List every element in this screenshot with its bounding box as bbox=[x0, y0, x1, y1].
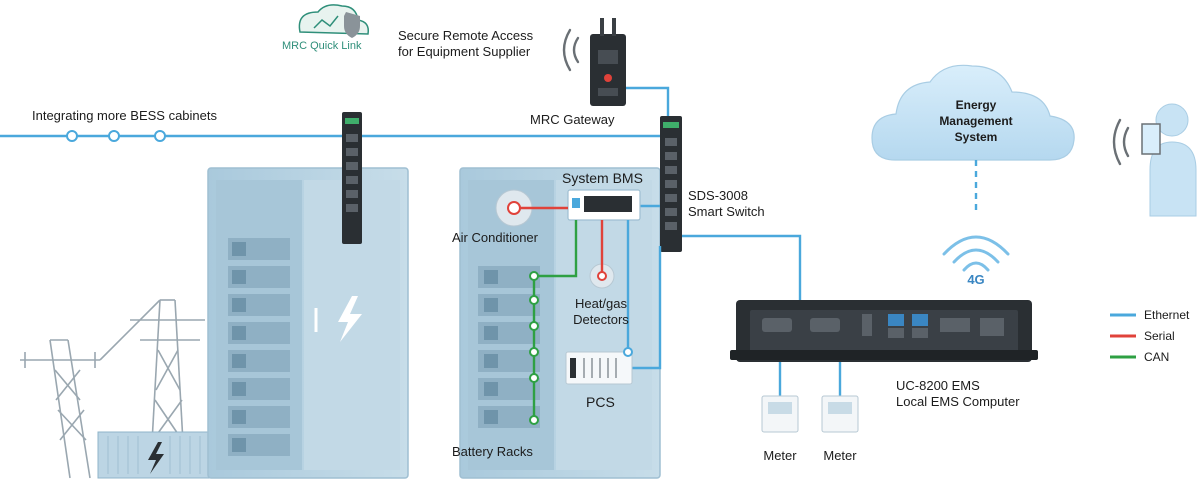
shield-icon bbox=[344, 12, 360, 38]
user-wireless-icon bbox=[1112, 118, 1130, 166]
pcs-label: PCS bbox=[586, 394, 615, 410]
legend-swatches bbox=[1110, 313, 1136, 359]
cabinet-bolt-icon bbox=[338, 296, 362, 342]
heat-gas-label-1: Heat/gas bbox=[574, 296, 628, 311]
air-conditioner-icon bbox=[495, 189, 533, 227]
system-bms-label: System BMS bbox=[562, 170, 643, 186]
mrc-gateway-device bbox=[590, 18, 626, 106]
sds-switch-label-2: Smart Switch bbox=[688, 204, 765, 219]
system-bms-device bbox=[567, 189, 641, 221]
container-bolt-icon bbox=[148, 442, 164, 474]
bess-cabinet-left bbox=[207, 167, 409, 479]
legend-ethernet-label: Ethernet bbox=[1144, 308, 1190, 322]
left-cabinet-switch-icon bbox=[342, 112, 362, 244]
gateway-wireless-icon bbox=[562, 28, 580, 72]
ems-label-3: System bbox=[954, 130, 998, 144]
computer-label-2: Local EMS Computer bbox=[896, 394, 1020, 409]
ems-label-2: Management bbox=[939, 114, 1013, 128]
mrc-gateway-label: MRC Gateway bbox=[530, 112, 615, 127]
switch-to-computer-cable bbox=[682, 234, 802, 300]
for-equipment-label: for Equipment Supplier bbox=[398, 44, 531, 59]
gateway-to-switch-cable bbox=[626, 86, 670, 118]
ems-cloud-icon bbox=[871, 64, 1075, 161]
meter-1-device bbox=[761, 395, 799, 433]
integrating-label: Integrating more BESS cabinets bbox=[32, 108, 217, 123]
mrc-quicklink-logo bbox=[298, 4, 370, 38]
wireless-4g-icon bbox=[942, 235, 1010, 272]
secure-remote-label: Secure Remote Access bbox=[398, 28, 534, 43]
local-ems-computer-device bbox=[730, 300, 1038, 362]
cellular-4g-label: 4G bbox=[967, 272, 985, 287]
meter-1-label: Meter bbox=[763, 448, 797, 463]
meter-2-device bbox=[821, 395, 859, 433]
meter-2-label: Meter bbox=[823, 448, 857, 463]
bus-node-dots bbox=[66, 130, 166, 142]
power-tower-left-icon bbox=[20, 339, 100, 479]
can-node-dots bbox=[529, 271, 539, 425]
heat-gas-label-2: Detectors bbox=[573, 312, 629, 327]
logo-text: MRC Quick Link bbox=[282, 40, 362, 52]
container-battery bbox=[97, 431, 211, 479]
sds-switch-label-1: SDS-3008 bbox=[688, 188, 748, 203]
switch-to-pcs-cable bbox=[632, 246, 662, 370]
legend-can-label: CAN bbox=[1144, 350, 1170, 364]
bess-cabinet-right bbox=[459, 167, 661, 479]
legend-serial-label: Serial bbox=[1144, 329, 1175, 343]
computer-label-1: UC-8200 EMS bbox=[896, 378, 980, 393]
smart-switch-device bbox=[660, 116, 682, 252]
ems-label-1: Energy bbox=[955, 98, 997, 112]
air-conditioner-label: Air Conditioner bbox=[452, 230, 538, 245]
pcs-device bbox=[565, 347, 633, 385]
battery-racks-label: Battery Racks bbox=[452, 444, 533, 459]
remote-user-icon bbox=[1141, 103, 1197, 217]
